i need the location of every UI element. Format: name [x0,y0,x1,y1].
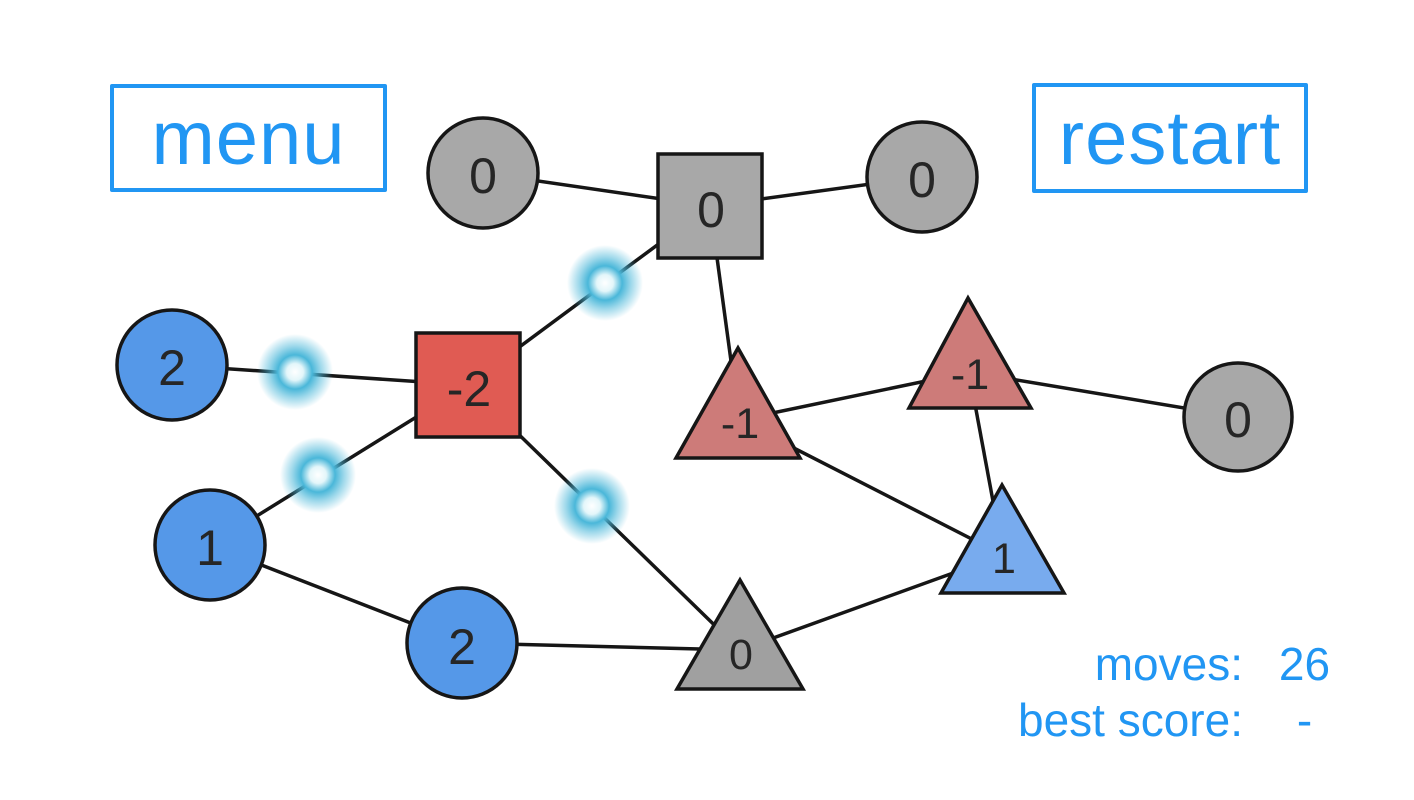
edge-glow [257,334,333,410]
node-value: -2 [447,361,491,417]
edge-glow [554,468,630,544]
node-value: 0 [1224,392,1252,448]
node-shape[interactable] [1182,361,1294,473]
node-circle-right[interactable]: 0 [1182,361,1294,473]
node-layer: 0 0 0 2 -2 -1 [115,116,1294,700]
node-circle-mid-left[interactable]: 1 [153,488,267,602]
best-score-label: best score: [1018,694,1243,746]
edge-glow-layer [257,245,643,544]
node-value: 1 [992,535,1016,583]
node-value: 0 [908,152,936,208]
node-value: 0 [729,631,753,679]
node-circle-top-left[interactable]: 0 [426,116,540,230]
node-shape[interactable] [115,308,229,422]
node-shape[interactable] [426,116,540,230]
node-shape[interactable] [906,294,1035,410]
node-value: 2 [158,340,186,396]
menu-button-label: menu [151,95,346,181]
node-square-center[interactable]: -2 [414,331,522,439]
node-shape[interactable] [865,120,979,234]
node-square-top[interactable]: 0 [656,152,764,260]
node-circle-left[interactable]: 2 [115,308,229,422]
node-circle-top-right[interactable]: 0 [865,120,979,234]
node-shape[interactable] [414,331,522,439]
node-shape[interactable] [153,488,267,602]
node-value: 1 [196,520,224,576]
node-shape[interactable] [673,576,807,691]
node-value: 0 [697,182,725,238]
best-score-row: best score: - [1018,692,1352,748]
node-triangle-center[interactable]: -1 [673,344,803,460]
node-shape[interactable] [656,152,764,260]
node-value: 0 [469,148,497,204]
node-shape[interactable] [405,586,519,700]
moves-value: 26 [1278,638,1331,690]
menu-button[interactable]: menu [110,84,387,192]
moves-row: moves: 26 [1018,636,1352,692]
node-circle-bottom[interactable]: 2 [405,586,519,700]
node-value: -1 [951,351,989,399]
edge-glow [567,245,643,321]
node-value: -1 [721,400,759,448]
node-triangle-right[interactable]: -1 [906,294,1035,410]
restart-button[interactable]: restart [1032,83,1308,193]
edge-glow [280,437,356,513]
moves-label: moves: [1094,638,1243,690]
node-value: 2 [448,619,476,675]
restart-button-label: restart [1058,95,1282,181]
node-triangle-bottom[interactable]: 0 [673,576,807,691]
node-shape[interactable] [673,344,803,460]
node-shape[interactable] [938,481,1068,595]
scoreboard: moves: 26 best score: - [1018,636,1352,748]
node-triangle-bottom-right[interactable]: 1 [938,481,1068,595]
best-score-value: - [1296,694,1313,746]
